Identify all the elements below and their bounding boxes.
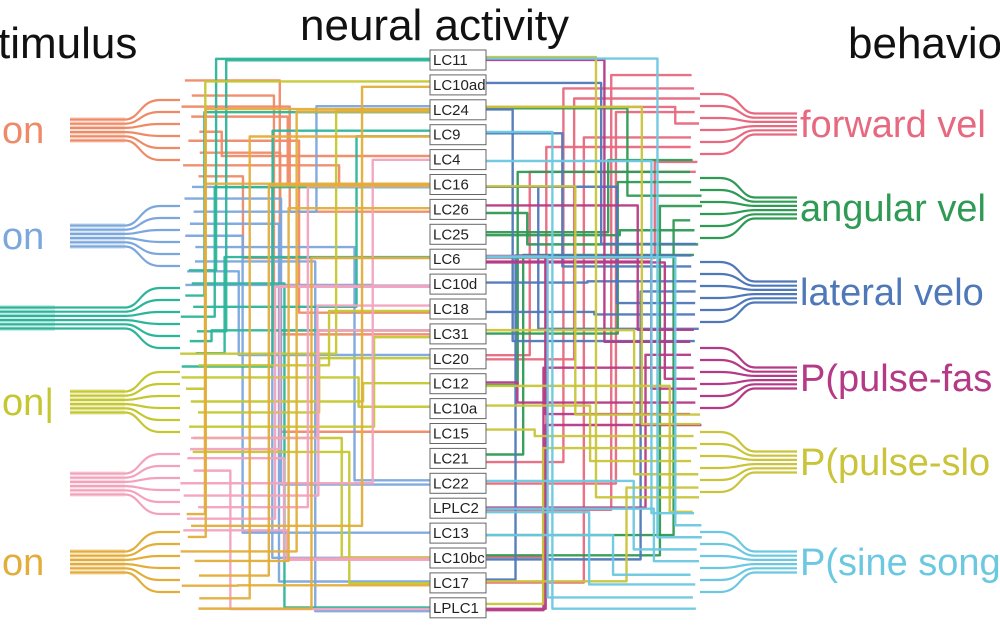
behavior-fan-4 <box>700 430 797 494</box>
neuron-label: LC9 <box>433 127 461 144</box>
neuron-label: LC10ad <box>433 77 486 94</box>
neuron-lc6: LC6 <box>429 248 487 270</box>
header-neural-activity: neural activity <box>300 1 569 50</box>
behavior-fan-1 <box>700 176 797 240</box>
stimulus-label-0: on <box>2 110 44 152</box>
header-stimulus: timulus <box>0 19 137 68</box>
behavior-label-5: P(sine song <box>800 542 1000 584</box>
stimulus-label-1: on <box>2 216 44 258</box>
neuron-label: LPLC1 <box>433 600 479 617</box>
behavior-label-4: P(pulse-slo <box>800 442 990 484</box>
fan-bundles <box>0 92 797 594</box>
neuron-lplc2: LPLC2 <box>429 497 487 519</box>
neuron-label: LC21 <box>433 450 469 467</box>
stimulus-wire-group-4 <box>180 158 430 611</box>
neuron-label: LC15 <box>433 426 469 443</box>
neuron-lc13: LC13 <box>429 522 487 544</box>
stimulus-wires <box>180 57 430 613</box>
behavior-fan-0 <box>700 92 797 156</box>
neuron-lc16: LC16 <box>429 174 487 195</box>
neuron-lc31: LC31 <box>429 323 487 345</box>
neuron-lc9: LC9 <box>429 124 487 146</box>
neuron-label: LC10a <box>433 401 478 418</box>
behavior-wires <box>486 55 702 612</box>
stimulus-fan-4 <box>70 452 180 516</box>
stimulus-label-5: on <box>2 542 44 584</box>
neuron-lc10a: LC10a <box>429 398 487 420</box>
neuron-lc20: LC20 <box>429 348 487 370</box>
neuron-lc10bc: LC10bc <box>429 547 487 569</box>
neuron-lc22: LC22 <box>429 472 487 494</box>
stimulus-fan-1 <box>70 204 180 268</box>
neuron-lplc1: LPLC1 <box>429 597 487 619</box>
behavior-label-2: lateral velo <box>800 272 984 314</box>
neuron-label: LC16 <box>433 177 469 194</box>
neuron-lc18: LC18 <box>429 298 487 320</box>
neuron-lc17: LC17 <box>429 572 487 594</box>
neuron-lc21: LC21 <box>429 447 487 469</box>
neuron-label: LC31 <box>433 326 469 343</box>
neuron-label: LC22 <box>433 475 469 492</box>
stimulus-wire-group-5 <box>180 85 430 610</box>
behavior-wire-group-4 <box>486 55 701 606</box>
neuron-label: LC11 <box>433 52 468 69</box>
behavior-label-1: angular vel <box>800 188 986 230</box>
stimulus-fan-3 <box>70 370 180 434</box>
behavior-fan-5 <box>700 530 797 594</box>
neuron-lc12: LC12 <box>429 373 487 395</box>
behavior-label-3: P(pulse-fas <box>800 358 992 400</box>
neuron-label: LC12 <box>433 376 469 393</box>
neuron-lc10d: LC10d <box>429 273 487 295</box>
neuron-lc25: LC25 <box>429 223 487 245</box>
stimulus-label-3: on| <box>2 382 54 424</box>
neuron-label: LC13 <box>433 525 469 542</box>
neuron-column: LC11LC10adLC24LC9LC4LC16LC26LC25LC6LC10d… <box>429 49 487 619</box>
stimulus-fan-0 <box>70 98 180 162</box>
neuron-label: LC10bc <box>433 550 485 567</box>
neuron-label: LC10d <box>433 276 477 293</box>
neuron-lc15: LC15 <box>429 423 487 444</box>
neuron-label: LC25 <box>433 226 469 243</box>
neuron-lc24: LC24 <box>429 99 487 121</box>
behavior-labels: forward vel angular vel lateral veloP(puls… <box>800 104 1000 584</box>
neuron-label: LPLC2 <box>433 500 479 517</box>
behavior-label-0: forward vel <box>800 104 986 146</box>
stimulus-labels: on on on| on <box>2 110 54 584</box>
neuron-label: LC20 <box>433 351 469 368</box>
neuron-label: LC4 <box>433 152 461 169</box>
neuron-lc10ad: LC10ad <box>429 74 487 96</box>
neuron-lc4: LC4 <box>429 149 487 171</box>
neuron-label: LC6 <box>433 251 461 268</box>
neuron-label: LC26 <box>433 201 469 218</box>
stimulus-fan-2 <box>0 286 180 350</box>
neuron-lc11: LC11 <box>429 49 487 71</box>
behavior-wire-group-5 <box>486 57 702 610</box>
neuron-label: LC18 <box>433 301 469 318</box>
behavior-fan-2 <box>700 260 797 324</box>
neuron-label: LC17 <box>433 575 469 592</box>
behavior-fan-3 <box>700 346 797 410</box>
header-behavior: behavio <box>848 19 1000 68</box>
stimulus-fan-5 <box>70 530 180 594</box>
neuron-lc26: LC26 <box>429 198 487 220</box>
neuron-label: LC24 <box>433 102 469 119</box>
